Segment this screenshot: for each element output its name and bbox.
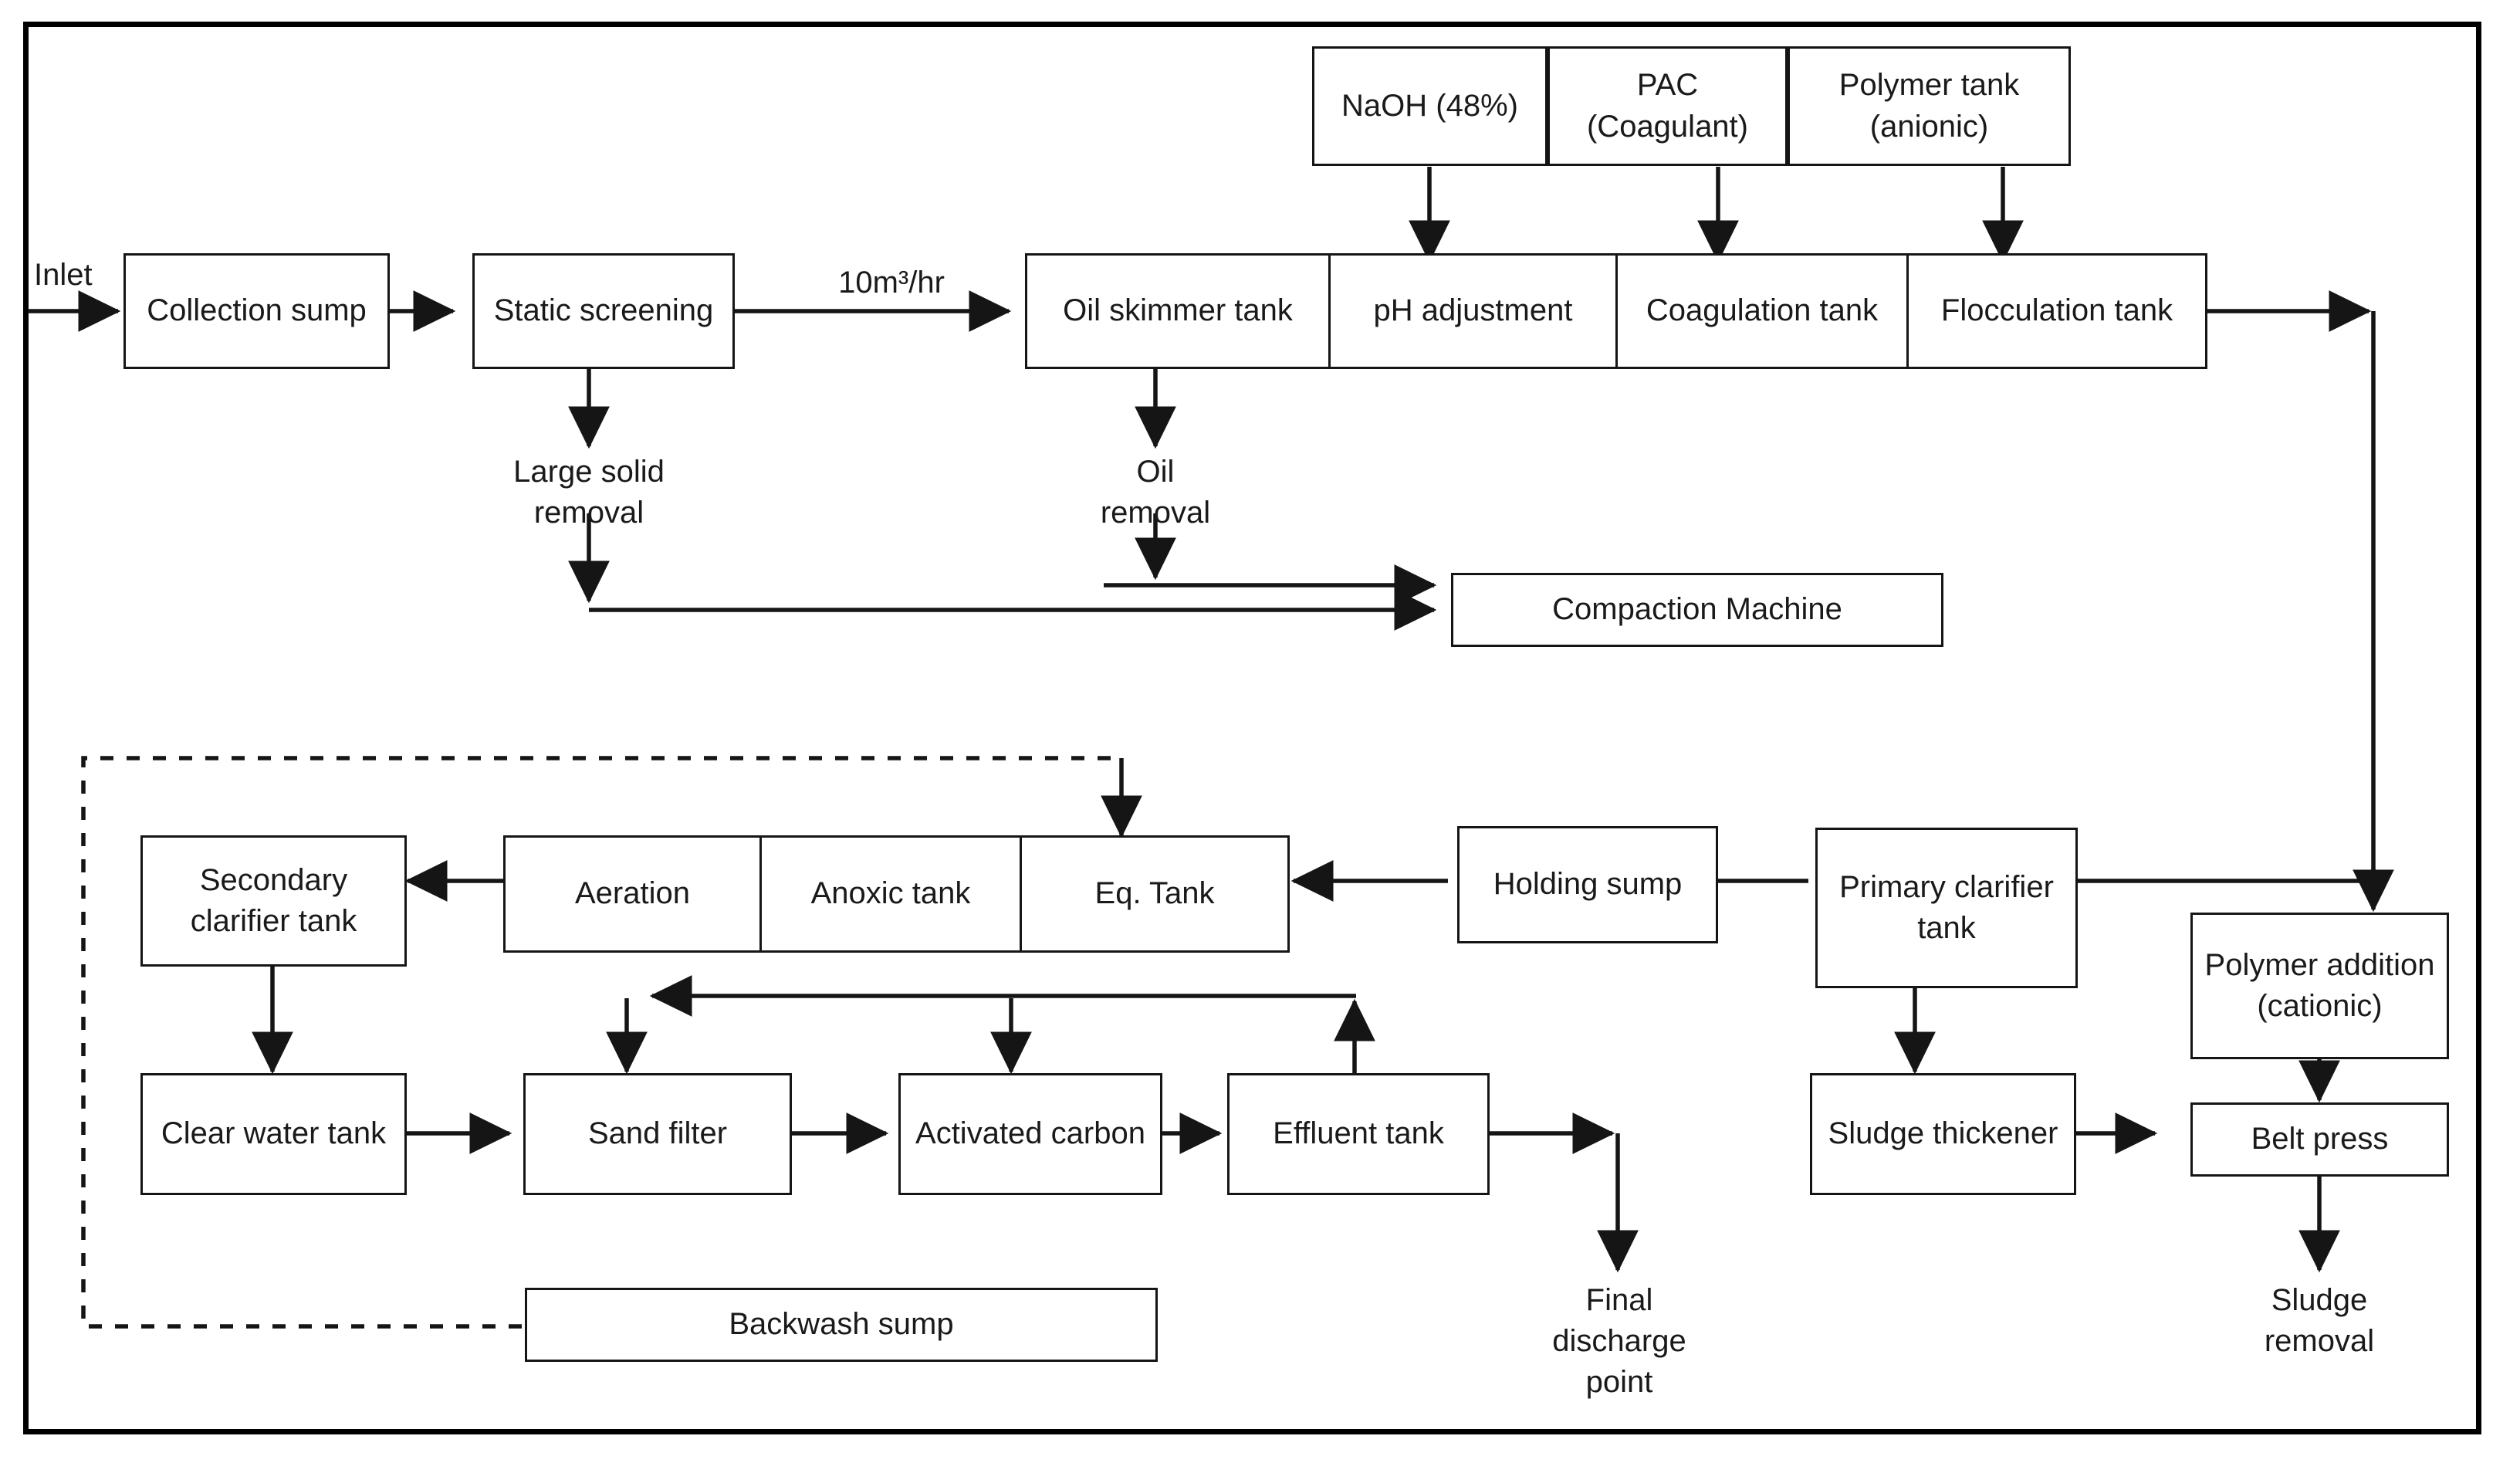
- node-polymer-addition-cationic[interactable]: Polymer addition (cationic): [2190, 913, 2449, 1059]
- node-effluent-tank[interactable]: Effluent tank: [1227, 1073, 1490, 1195]
- node-clear-water-tank[interactable]: Clear water tank: [140, 1073, 407, 1195]
- label-large-solid-removal: Large solid removal: [513, 455, 665, 530]
- node-coagulation-tank[interactable]: Coagulation tank: [1615, 253, 1909, 369]
- diagram-frame: [23, 22, 2481, 1434]
- node-static-screening[interactable]: Static screening: [472, 253, 735, 369]
- node-compaction-machine[interactable]: Compaction Machine: [1451, 573, 1943, 647]
- node-collection-sump[interactable]: Collection sump: [123, 253, 390, 369]
- node-oil-skimmer-tank[interactable]: Oil skimmer tank: [1025, 253, 1331, 369]
- node-holding-sump[interactable]: Holding sump: [1457, 826, 1718, 943]
- label-sludge-removal: Sludge removal: [2264, 1283, 2375, 1359]
- node-belt-press[interactable]: Belt press: [2190, 1102, 2449, 1177]
- node-polymer-tank-anionic[interactable]: Polymer tank (anionic): [1788, 46, 2071, 166]
- node-activated-carbon[interactable]: Activated carbon: [898, 1073, 1162, 1195]
- node-flocculation-tank[interactable]: Flocculation tank: [1906, 253, 2207, 369]
- node-secondary-clarifier-tank[interactable]: Secondary clarifier tank: [140, 835, 407, 967]
- label-flow-rate: 10m³/hr: [838, 266, 945, 300]
- node-anoxic-tank[interactable]: Anoxic tank: [759, 835, 1022, 953]
- node-aeration[interactable]: Aeration: [503, 835, 762, 953]
- node-backwash-sump[interactable]: Backwash sump: [525, 1288, 1158, 1362]
- label-inlet: Inlet: [34, 258, 93, 292]
- node-sludge-thickener[interactable]: Sludge thickener: [1810, 1073, 2076, 1195]
- node-pac-tank[interactable]: PAC (Coagulant): [1548, 46, 1788, 166]
- label-final-discharge-point: Final discharge point: [1552, 1283, 1686, 1400]
- label-oil-removal: Oil removal: [1100, 455, 1211, 530]
- node-eq-tank[interactable]: Eq. Tank: [1020, 835, 1290, 953]
- node-naoh-tank[interactable]: NaOH (48%): [1312, 46, 1548, 166]
- node-sand-filter[interactable]: Sand filter: [523, 1073, 792, 1195]
- node-primary-clarifier-tank[interactable]: Primary clarifier tank: [1815, 828, 2078, 988]
- node-ph-adjustment[interactable]: pH adjustment: [1328, 253, 1618, 369]
